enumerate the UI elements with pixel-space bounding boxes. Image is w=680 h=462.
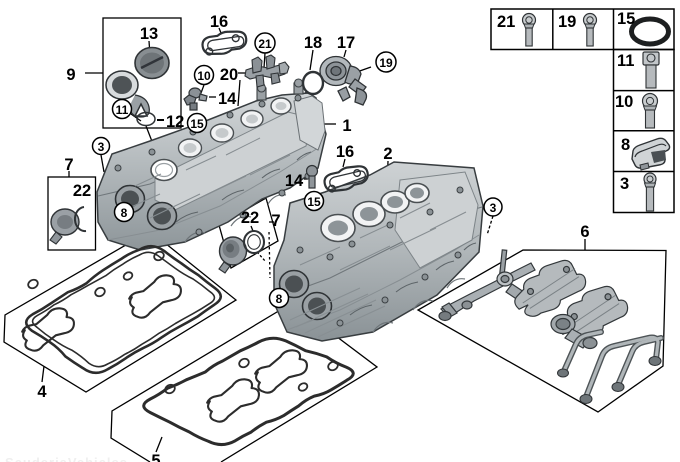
svg-text:3: 3 — [98, 140, 105, 154]
svg-text:14: 14 — [218, 90, 237, 108]
svg-text:13: 13 — [140, 25, 158, 43]
svg-text:21: 21 — [497, 13, 515, 31]
svg-text:5: 5 — [151, 452, 160, 462]
svg-text:3: 3 — [490, 201, 497, 215]
svg-text:21: 21 — [258, 37, 272, 51]
svg-text:16: 16 — [210, 13, 228, 31]
svg-text:22: 22 — [73, 182, 91, 200]
svg-text:3: 3 — [620, 175, 629, 193]
svg-text:15: 15 — [307, 195, 321, 209]
svg-text:11: 11 — [116, 103, 129, 117]
svg-text:19: 19 — [379, 56, 393, 70]
svg-text:8: 8 — [121, 206, 128, 220]
svg-text:15: 15 — [617, 10, 635, 28]
svg-text:22: 22 — [241, 209, 259, 227]
svg-text:7: 7 — [271, 212, 280, 230]
svg-text:2: 2 — [383, 145, 392, 163]
svg-text:7: 7 — [64, 156, 73, 174]
svg-text:14: 14 — [285, 172, 304, 190]
svg-text:17: 17 — [337, 34, 355, 52]
svg-text:8: 8 — [276, 292, 283, 306]
svg-text:8: 8 — [621, 136, 630, 154]
svg-text:ScuderiaVehicles: ScuderiaVehicles — [5, 455, 128, 462]
svg-text:20: 20 — [220, 66, 238, 84]
svg-text:4: 4 — [37, 383, 47, 401]
svg-text:19: 19 — [558, 13, 576, 31]
svg-text:12: 12 — [166, 113, 184, 131]
svg-text:18: 18 — [304, 34, 322, 52]
svg-text:1: 1 — [342, 117, 351, 135]
svg-text:10: 10 — [615, 93, 633, 111]
svg-text:11: 11 — [617, 52, 634, 70]
svg-text:6: 6 — [580, 223, 589, 241]
svg-text:16: 16 — [336, 143, 354, 161]
svg-text:9: 9 — [66, 66, 75, 84]
svg-text:10: 10 — [197, 69, 211, 83]
svg-text:15: 15 — [190, 117, 204, 131]
